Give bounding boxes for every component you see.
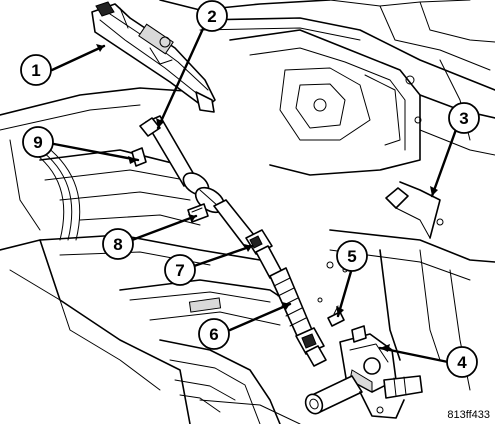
intermediate-shaft <box>139 115 283 279</box>
callout-9: 9 <box>22 126 54 158</box>
callout-3: 3 <box>448 102 480 134</box>
svg-text:8: 8 <box>113 235 122 254</box>
svg-text:3: 3 <box>459 109 468 128</box>
callout-2: 2 <box>196 0 228 32</box>
svg-text:4: 4 <box>457 353 467 372</box>
callout-6: 6 <box>198 318 230 350</box>
svg-text:9: 9 <box>33 133 42 152</box>
svg-text:1: 1 <box>31 61 40 80</box>
callout-8: 8 <box>102 228 134 260</box>
callout-7: 7 <box>164 254 196 286</box>
callout-4: 4 <box>446 346 478 378</box>
pinch-bolt <box>131 147 147 167</box>
mounting-bracket <box>385 181 444 239</box>
steering-shaft-boot <box>269 267 327 367</box>
callout-1: 1 <box>20 54 52 86</box>
callout-5: 5 <box>336 240 368 272</box>
svg-text:2: 2 <box>207 7 216 26</box>
svg-text:6: 6 <box>209 325 218 344</box>
figure-id: 813ff433 <box>447 409 490 421</box>
svg-text:5: 5 <box>347 247 356 266</box>
svg-text:7: 7 <box>175 261 184 280</box>
steering-column <box>91 1 216 113</box>
leader-lines <box>50 20 460 364</box>
